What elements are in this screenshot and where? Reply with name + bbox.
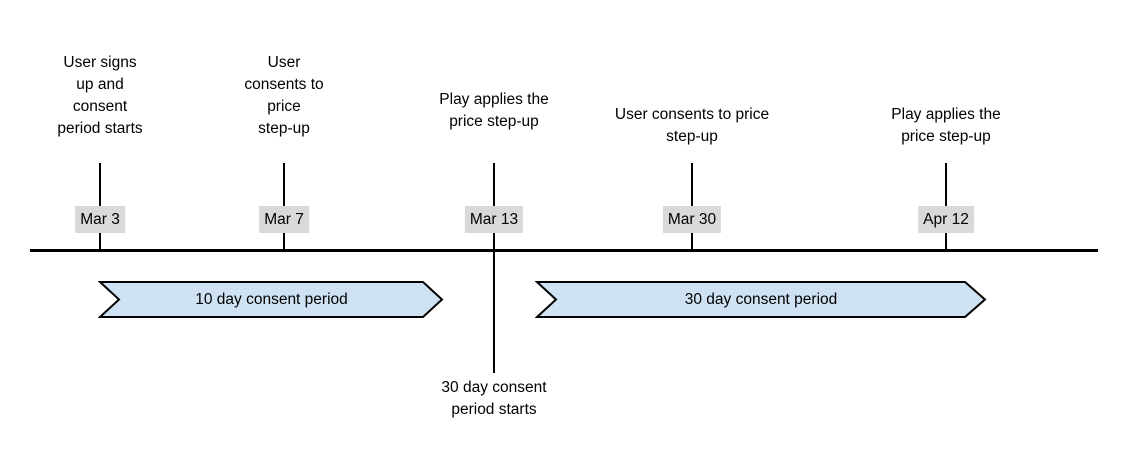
banner-30-day-shape: [535, 281, 987, 318]
banner-10-day-label: 10 day consent period: [195, 290, 348, 308]
tick-mar13: [493, 163, 495, 373]
date-badge-mar7: Mar 7: [259, 206, 309, 233]
note-30-day-consent-period-starts: 30 day consent period starts: [441, 379, 547, 418]
date-badge-mar3: Mar 3: [75, 206, 125, 233]
event-label-mar3: User signs up and consent period starts: [57, 54, 143, 137]
date-badge-mar30: Mar 30: [662, 206, 722, 233]
banner-30-day-label: 30 day consent period: [684, 290, 838, 308]
event-label-apr12: Play applies the price step-up: [891, 106, 1001, 145]
banner-10-day-shape: [98, 281, 444, 318]
banner-30-day-consent-period: [535, 281, 987, 318]
date-badge-mar13: Mar 13: [464, 206, 524, 233]
event-label-mar30: User consents to price step-up: [614, 106, 770, 145]
event-label-mar13: Play applies the price step-up: [439, 91, 549, 130]
event-label-mar7: User consents to price step-up: [244, 54, 324, 137]
timeline-axis: [30, 249, 1098, 252]
date-badge-apr12: Apr 12: [918, 206, 974, 233]
banner-10-day-consent-period: [98, 281, 444, 318]
